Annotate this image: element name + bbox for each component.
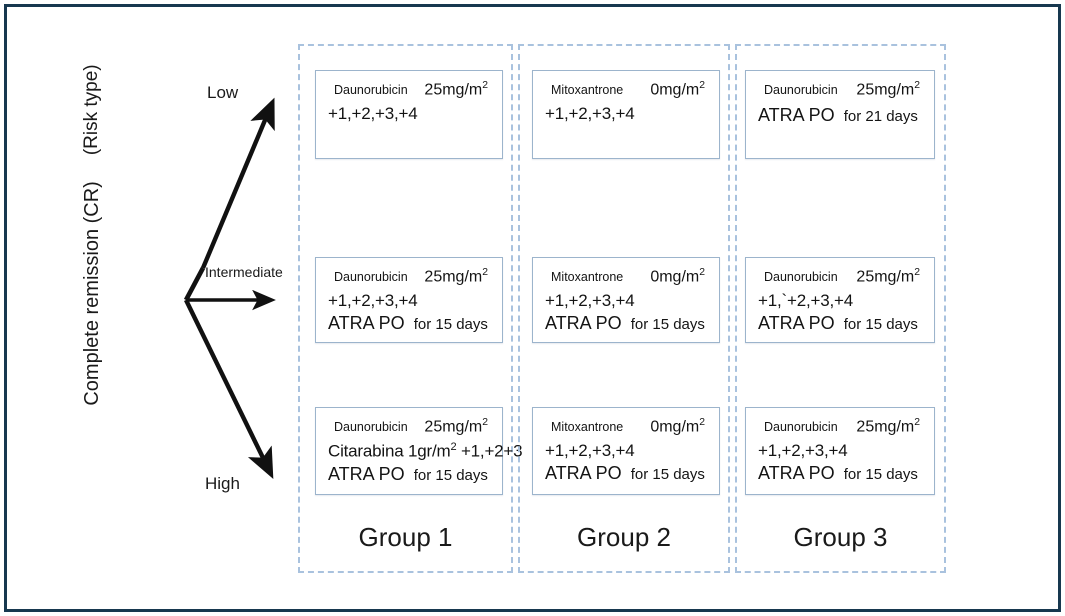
treatment-header: Daunorubicin 25mg/m2 <box>758 267 922 286</box>
atra-row: ATRA PO for 15 days <box>758 463 922 484</box>
cycle-days: +1,+2,+3,+4 <box>328 291 418 311</box>
atra-duration: for 21 days <box>843 108 918 126</box>
drug-name: Daunorubicin <box>764 420 838 435</box>
group-title-3: Group 3 <box>793 522 888 552</box>
drug-dose: 25mg/m2 <box>424 80 488 99</box>
cycle-days: +1,+2,+3,+4 <box>545 291 635 311</box>
atra-row: ATRA PO for 21 days <box>758 105 922 126</box>
risk-label-low: Low <box>207 83 239 102</box>
cycle-days: +1,+2,+3,+4 <box>328 104 418 124</box>
group-title-1: Group 1 <box>358 522 453 552</box>
drug-dose: 0mg/m2 <box>650 267 705 286</box>
atra-label: ATRA PO <box>758 463 835 484</box>
drug-name: Mitoxantrone <box>551 420 624 435</box>
treatment-header: Mitoxantrone 0mg/m2 <box>545 267 707 286</box>
atra-duration: for 15 days <box>630 316 705 334</box>
cycle-days: +1,+2,+3,+4 <box>758 441 848 461</box>
risk-label-high: High <box>205 474 240 493</box>
treatment-box-g1-intermediate: Daunorubicin 25mg/m2 +1,+2,+3,+4 ATRA PO… <box>315 257 503 343</box>
group-panel-2: Mitoxantrone 0mg/m2 +1,+2,+3,+4 Mitoxant… <box>518 44 730 573</box>
atra-label: ATRA PO <box>545 313 622 334</box>
atra-label: ATRA PO <box>328 463 405 484</box>
drug-name: Daunorubicin <box>334 270 408 285</box>
group-panel-3: Daunorubicin 25mg/m2 ATRA PO for 21 days… <box>735 44 946 573</box>
atra-duration: for 15 days <box>630 466 705 484</box>
cycle-days: Citarabina 1gr/m2 +1,+2+3 <box>328 441 523 461</box>
drug-name: Mitoxantrone <box>551 270 624 285</box>
treatment-header: Daunorubicin 25mg/m2 <box>328 267 490 286</box>
treatment-header: Daunorubicin 25mg/m2 <box>328 417 490 436</box>
atra-duration: for 15 days <box>843 316 918 334</box>
cycle-days: +1,+2,+3,+4 <box>545 441 635 461</box>
drug-dose: 25mg/m2 <box>424 267 488 286</box>
atra-row: ATRA PO for 15 days <box>545 463 707 484</box>
drug-name: Daunorubicin <box>764 83 838 98</box>
drug-name: Mitoxantrone <box>551 83 624 98</box>
cycle-days: +1,`+2,+3,+4 <box>758 291 853 311</box>
arrow-low <box>200 97 275 269</box>
treatment-box-g3-low: Daunorubicin 25mg/m2 ATRA PO for 21 days <box>745 70 935 159</box>
atra-row: ATRA PO for 15 days <box>328 464 490 485</box>
treatment-header: Daunorubicin 25mg/m2 <box>328 80 490 99</box>
atra-label: ATRA PO <box>758 313 835 334</box>
risk-label-intermediate: Intermediate <box>205 264 283 280</box>
drug-dose: 25mg/m2 <box>856 267 920 286</box>
treatment-box-g2-low: Mitoxantrone 0mg/m2 +1,+2,+3,+4 <box>532 70 720 159</box>
atra-label: ATRA PO <box>758 105 835 126</box>
drug-name: Daunorubicin <box>334 420 408 435</box>
atra-row: ATRA PO for 15 days <box>758 313 922 334</box>
drug-dose: 25mg/m2 <box>424 417 488 436</box>
atra-duration: for 15 days <box>413 316 488 334</box>
treatment-header: Daunorubicin 25mg/m2 <box>758 417 922 436</box>
treatment-header: Mitoxantrone 0mg/m2 <box>545 80 707 99</box>
group-title-2: Group 2 <box>577 522 671 552</box>
treatment-header: Mitoxantrone 0mg/m2 <box>545 417 707 436</box>
treatment-header: Daunorubicin 25mg/m2 <box>758 80 922 99</box>
drug-dose: 0mg/m2 <box>650 80 705 99</box>
atra-label: ATRA PO <box>545 463 622 484</box>
drug-dose: 25mg/m2 <box>856 417 920 436</box>
atra-duration: for 15 days <box>413 466 488 484</box>
drug-name: Daunorubicin <box>334 83 408 98</box>
treatment-box-g2-high: Mitoxantrone 0mg/m2 +1,+2,+3,+4 ATRA PO … <box>532 407 720 495</box>
drug-dose: 25mg/m2 <box>856 80 920 99</box>
drug-name: Daunorubicin <box>764 270 838 285</box>
arrow-high <box>184 299 274 480</box>
treatment-box-g2-intermediate: Mitoxantrone 0mg/m2 +1,+2,+3,+4 ATRA PO … <box>532 257 720 343</box>
treatment-box-g3-intermediate: Daunorubicin 25mg/m2 +1,`+2,+3,+4 ATRA P… <box>745 257 935 343</box>
arrow-low-stem <box>183 266 206 302</box>
atra-duration: for 15 days <box>843 466 918 484</box>
treatment-box-g1-low: Daunorubicin 25mg/m2 +1,+2,+3,+4 <box>315 70 503 159</box>
drug-dose: 0mg/m2 <box>650 417 705 436</box>
atra-row: ATRA PO for 15 days <box>328 313 490 334</box>
atra-label: ATRA PO <box>328 313 405 334</box>
atra-row: ATRA PO for 15 days <box>545 313 707 334</box>
group-panel-1: Daunorubicin 25mg/m2 +1,+2,+3,+4 Daunoru… <box>298 44 523 573</box>
treatment-box-g1-high: Daunorubicin 25mg/m2 Citarabina 1gr/m2 +… <box>315 407 523 495</box>
cycle-days: +1,+2,+3,+4 <box>545 104 635 124</box>
treatment-box-g3-high: Daunorubicin 25mg/m2 +1,+2,+3,+4 ATRA PO… <box>745 407 935 495</box>
